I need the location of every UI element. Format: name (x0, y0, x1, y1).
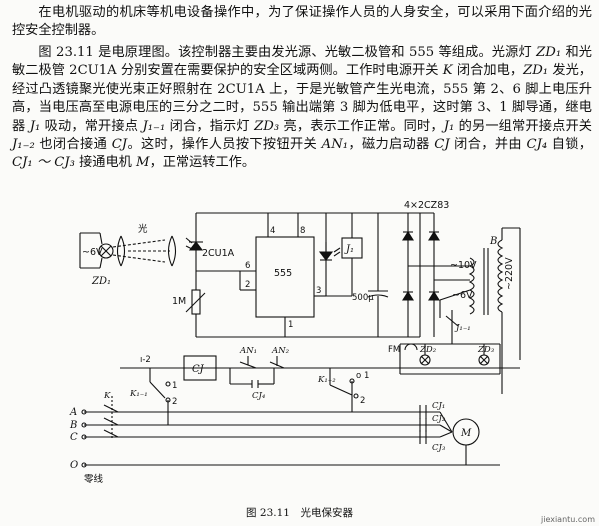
cj1-label: CJ₁ (432, 401, 445, 411)
pin-8-label: 8 (300, 226, 305, 236)
photodiode-2cu1a (185, 213, 204, 271)
an1-label: AN₁ (239, 346, 257, 356)
ic-555-label: 555 (274, 268, 292, 279)
bridge-label: 4×2CZ83 (404, 200, 449, 211)
neutral-label: 零线 (84, 473, 104, 485)
transformer-b (468, 227, 521, 394)
k1-1-label: K₁₋₁ (129, 389, 148, 399)
light-beam (112, 239, 170, 263)
bridge-rectifier (402, 212, 470, 337)
switch-o-label: o (356, 371, 361, 381)
pin-3-label: 3 (316, 286, 321, 296)
lamp-zd1-label: ZD₁ (91, 276, 111, 287)
left-sw-2-label: 2 (172, 397, 177, 407)
phase-o-label: O (70, 460, 78, 471)
light-label: 光 (138, 223, 148, 235)
contacts-cj1-cj3 (419, 405, 427, 444)
lamp-voltage-label: ~6V (82, 247, 103, 258)
watermark: jiexiantu.com (541, 515, 595, 524)
zd3-label: ZD₃ (477, 345, 495, 355)
switch-1-label: 1 (364, 371, 369, 381)
an2-label: AN₂ (271, 346, 290, 356)
pin-4-label: 4 (270, 226, 275, 236)
relay-contact-label: J₁₋₁ (454, 323, 471, 333)
cj3-label: CJ₃ (432, 443, 446, 453)
description-paragraph: 图 23.11 是电原理图。该控制器主要由发光源、光敏二极管和 555 等组成。… (12, 45, 592, 171)
pin-2-label: 2 (245, 280, 250, 290)
phase-c-label: C (70, 432, 78, 443)
k1-2-label: K₁₋₂ (317, 375, 336, 385)
lens-right (167, 235, 177, 267)
k-switch-label: K (103, 391, 111, 401)
led-indicator (318, 242, 341, 261)
left-sw-1-label: 1 (172, 381, 177, 391)
button-an2 (269, 356, 285, 369)
cj-coil-label: CJ (192, 364, 205, 375)
relay-j1-label: J₁ (344, 244, 354, 255)
voltage-6v-label: ~6V (452, 290, 473, 301)
cj4-label: CJ₄ (252, 391, 266, 401)
pin-1-label: 1 (288, 320, 293, 330)
intro-paragraph: 在电机驱动的机床等机电设备操作中，为了保证操作人员的人身安全，可以采用下面介绍的… (12, 5, 592, 39)
voltage-10v-label: ~10V (450, 260, 477, 271)
pot-label: 1M (172, 296, 186, 307)
lens-left (116, 235, 126, 267)
buzzer-label: FM (388, 345, 400, 355)
transformer-label: B (489, 236, 497, 247)
buzzer-fm (404, 343, 418, 351)
voltage-220v-label: ~220V (504, 257, 515, 290)
figure-caption: 图 23.11 光电保安器 (246, 507, 353, 519)
phase-b-label: B (69, 420, 77, 431)
t2-label: ı-2 (140, 355, 151, 365)
contact-cj4 (229, 368, 275, 388)
motor-label: M (460, 428, 472, 439)
cap-label: 500μ (352, 293, 374, 303)
button-an1 (216, 356, 257, 369)
relay-contact-j1-1 (445, 310, 459, 332)
photodiode-label: 2CU1A (202, 248, 235, 259)
phase-a-label: A (69, 407, 77, 418)
pin-6-label: 6 (245, 261, 250, 271)
capacitor-500u (367, 213, 389, 337)
zd2-label: ZD₂ (419, 345, 437, 355)
cj2-label: CJ₂ (432, 414, 446, 424)
switch-2-label: 2 (360, 396, 365, 406)
lamp-zd1 (79, 232, 114, 269)
potentiometer-1m (185, 271, 206, 337)
